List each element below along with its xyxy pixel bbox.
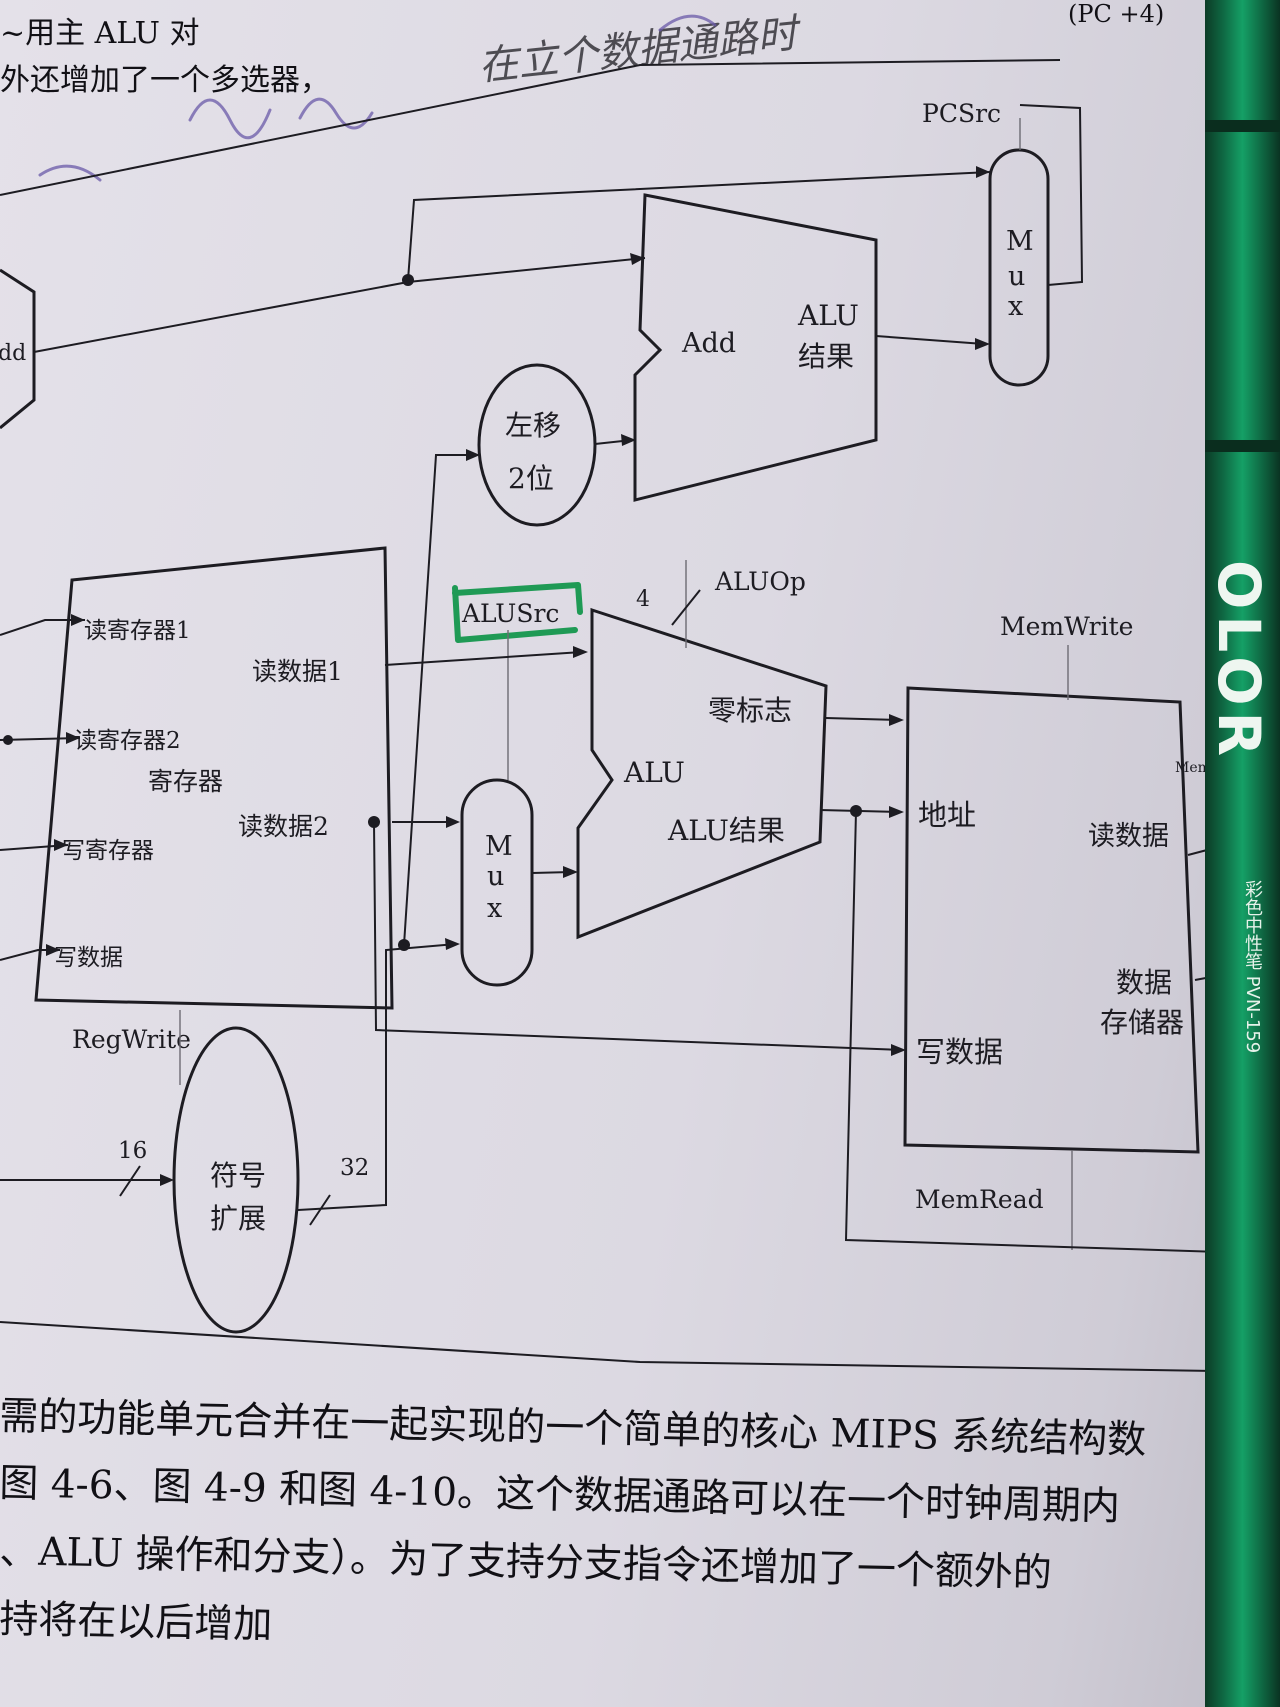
pc-mux: M u x: [988, 148, 1050, 387]
shift-left-line1: 左移: [505, 409, 561, 442]
pen-model: 彩色中性笔 PVN-159: [1242, 880, 1263, 1054]
green-gel-pen: OLOR 彩色中性笔 PVN-159: [1205, 0, 1280, 1707]
alu-zero-label: 零标志: [708, 694, 792, 727]
register-file: 读寄存器1 读数据1 读寄存器2 寄存器 读数据2 写寄存器 写数据: [34, 546, 394, 1010]
reg-read-data1: 读数据1: [252, 657, 343, 686]
mem-write-data: 写数据: [916, 1035, 1003, 1069]
top-text-line1: ~用主 ALU 对: [0, 16, 200, 51]
mem-title-line2: 存储器: [1100, 1006, 1184, 1039]
alusrc-mux-letter-u: u: [487, 861, 504, 892]
pen-brand: OLOR: [1205, 560, 1273, 763]
alusrc-control: ALUSrc: [452, 582, 583, 780]
sign-extend-line1: 符号: [210, 1159, 266, 1192]
mem-edge-fragment: Mem: [1175, 760, 1211, 776]
pcsrc-label: PCSrc: [922, 99, 1001, 128]
handwritten-note-text: 在立个数据通路时: [476, 10, 804, 90]
pc-adder-label: dd: [0, 341, 26, 366]
reg-read-reg2: 读寄存器2: [74, 728, 181, 754]
data-memory: 地址 读数据 数据 存储器 写数据 Mem: [903, 686, 1211, 1154]
alu-label: ALU: [623, 756, 685, 789]
aluop-label: ALUOp: [714, 567, 806, 596]
branch-adder-out-label-2: 结果: [798, 340, 854, 373]
alu-result-label: ALU结果: [667, 814, 785, 847]
reg-write-data: 写数据: [54, 945, 123, 971]
pc-mux-letter-m: M: [1006, 226, 1034, 257]
alu: ALU 零标志 ALU结果: [576, 607, 828, 940]
figure-border-top: [0, 59, 1061, 196]
shift-left-2: 左移 2位: [477, 363, 597, 527]
sign-extend-in-width: 16: [118, 1138, 147, 1164]
reg-read-data2: 读数据2: [238, 812, 329, 841]
sign-extend: 符号 扩展: [172, 1026, 300, 1334]
aluop-width: 4: [636, 587, 650, 612]
top-text-line2: 外还增加了一个多选器，: [0, 63, 330, 98]
sign-extend-line2: 扩展: [210, 1202, 266, 1235]
alusrc-highlight: [452, 585, 578, 643]
mem-title-line1: 数据: [1116, 966, 1172, 999]
branch-adder-in-label: Add: [681, 328, 736, 359]
pen-band: [1205, 120, 1280, 132]
handwritten-note: 在立个数据通路时: [38, 10, 804, 182]
memread-label: MemRead: [915, 1185, 1044, 1214]
alusrc-mux-letter-m: M: [485, 831, 513, 862]
alusrc-mux-letter-x: x: [487, 893, 502, 924]
regwrite-label: RegWrite: [72, 1025, 191, 1054]
branch-adder: Add ALU 结果: [633, 193, 878, 502]
pen-band: [1205, 440, 1280, 452]
pc-adder: dd: [0, 268, 36, 430]
mem-read-data: 读数据: [1088, 821, 1169, 852]
shift-left-line2: 2位: [508, 462, 554, 495]
reg-read-reg1: 读寄存器1: [84, 618, 191, 644]
mem-address: 地址: [918, 798, 976, 832]
figure-border-bottom: [0, 1321, 1280, 1373]
top-text-fragment: (PC +4): [1068, 0, 1165, 28]
alusrc-mux: M u x: [460, 778, 534, 987]
pc-mux-letter-u: u: [1008, 261, 1025, 292]
bottom-text-line4: 持将在以后增加: [0, 1596, 273, 1648]
reg-write-reg: 写寄存器: [62, 838, 154, 864]
sign-extend-out-width: 32: [340, 1155, 369, 1181]
reg-title: 寄存器: [148, 767, 223, 796]
memwrite-label: MemWrite: [1000, 612, 1133, 641]
alusrc-label: ALUSrc: [461, 599, 559, 628]
branch-adder-out-label-1: ALU: [797, 299, 859, 332]
pc-mux-letter-x: x: [1008, 291, 1023, 322]
